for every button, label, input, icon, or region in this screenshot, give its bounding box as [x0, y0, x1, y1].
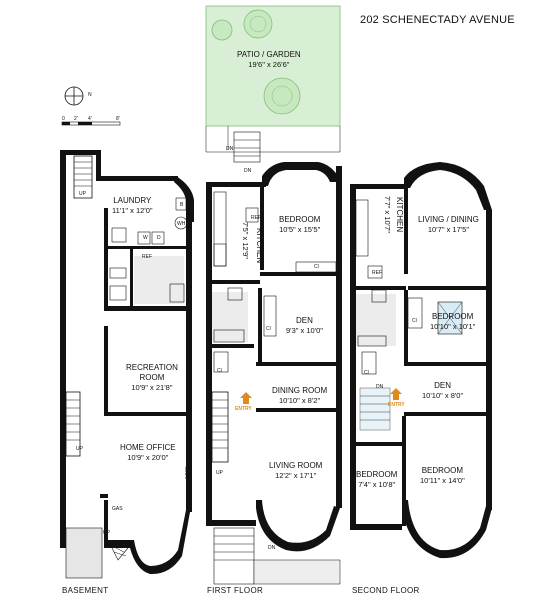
closet-second-bedroom: Cl — [412, 318, 417, 324]
basement-stair-up-2: UP — [76, 446, 83, 452]
closet-first-bedroom: Cl — [314, 264, 319, 270]
closet-first-den: Cl — [266, 326, 271, 332]
water-heater: WH — [177, 221, 186, 227]
closet-second-hall: Cl — [364, 370, 369, 376]
gas-meter: GAS — [112, 506, 123, 512]
first-stair-dn: DN — [244, 168, 252, 174]
second-fridge: REF — [372, 270, 382, 276]
first-back-stair-dn: DN — [226, 146, 234, 152]
electric-panel: ELEC — [183, 466, 190, 480]
scale-tick-4: 4' — [88, 116, 92, 122]
washer: W — [143, 235, 148, 241]
second-floor-plan — [350, 162, 492, 559]
scale-bar — [61, 121, 121, 126]
first-fridge: REF — [251, 215, 261, 221]
compass-north-label: N — [88, 92, 92, 98]
room-kitchen-first: KITCHEN — [255, 228, 264, 264]
dryer: D — [157, 235, 161, 241]
first-floor-plan — [205, 5, 342, 585]
first-stair-up: UP — [216, 470, 223, 476]
first-entry-label: ENTRY — [235, 406, 252, 412]
scale-tick-2: 2' — [74, 116, 78, 122]
property-address: 202 SCHENECTADY AVENUE — [360, 14, 515, 26]
room-kitchen-first-dim: 7'5" x 12'9" — [241, 222, 250, 259]
boiler: B — [180, 202, 184, 208]
first-stoop-dn: DN — [268, 545, 276, 551]
room-kitchen-second: KITCHEN — [395, 197, 404, 233]
second-entry-label: ENTRY — [388, 402, 405, 408]
compass-icon — [64, 86, 84, 106]
scale-tick-8: 8' — [116, 116, 120, 122]
floor-label-second: SECOND FLOOR — [352, 586, 420, 595]
second-stair-dn: DN — [376, 384, 384, 390]
scale-tick-0: 0 — [62, 116, 65, 122]
basement-fridge: REF — [142, 254, 152, 260]
basement-front-up: UP — [103, 530, 110, 536]
floor-label-basement: BASEMENT — [62, 586, 109, 595]
floor-label-first: FIRST FLOOR — [207, 586, 264, 595]
room-kitchen-second-dim: 7'7" x 10'7" — [383, 196, 392, 233]
basement-stair-up: UP — [79, 191, 86, 197]
basement-plan — [60, 150, 194, 579]
closet-first-hall: Cl — [217, 368, 222, 374]
